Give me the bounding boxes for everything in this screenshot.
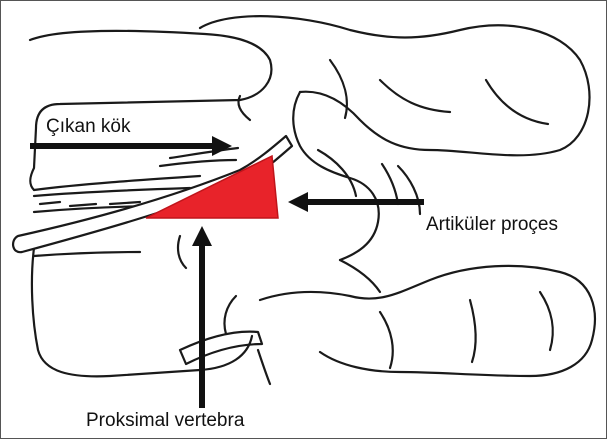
articular-facet-outline [293,92,379,260]
upper-lamina [200,16,590,155]
lower-lamina [260,266,595,376]
lower-nerve-root [180,332,262,364]
lower-vertebral-body [32,248,252,376]
arrow-articular-process-head [288,192,308,212]
arrow-exiting-root-head [212,136,232,156]
intervertebral-disc [34,188,190,196]
label-exiting-root: Çıkan kök [44,116,132,138]
label-proximal-vertebra: Proksimal vertebra [84,410,246,432]
label-articular-process: Artiküler proçes [424,214,560,236]
arrow-proximal-vertebra-head [192,226,212,246]
upper-vertebral-body [30,31,271,190]
